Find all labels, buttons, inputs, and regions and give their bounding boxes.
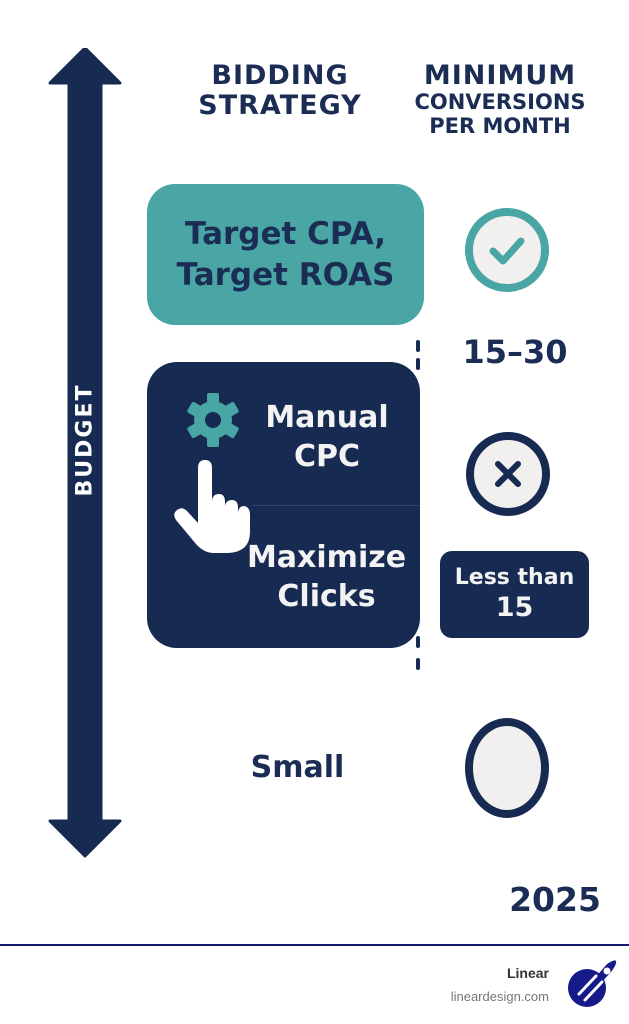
strategy-target-cpa-roas: Target CPA, Target ROAS [147,184,424,325]
dashed-separator [416,358,420,370]
min-conversions-header-line2: CONVERSIONS [414,90,586,115]
budget-axis-label: BUDGET [72,383,98,497]
box-divider [252,505,420,506]
bidding-strategy-header: BIDDING STRATEGY [198,60,362,122]
min-conversions-header-line3: PER MONTH [429,113,571,138]
check-icon [465,208,549,292]
footer-divider [0,944,629,946]
strategy-a-line1: Manual [265,400,389,435]
strategy-maximize-clicks: Maximize Clicks [239,538,414,616]
min-conversions-line1: Less than [454,565,575,591]
brand-name: Linear [506,965,549,981]
min-conversions-line2: 15 [495,591,534,623]
strategy-line1: Target CPA, [184,216,387,253]
brand-url[interactable]: lineardesign.com [450,989,549,1004]
min-conversions-badge: Less than 15 [440,551,589,638]
strategy-b-line1: Maximize [246,540,407,575]
strategy-b-line2: Clicks [277,579,376,614]
dashed-separator [416,340,420,352]
min-conversions-range: 15–30 [462,333,568,371]
year-label: 2025 [509,880,601,919]
min-conversions-header-line1: MINIMUM [423,60,577,91]
pointing-hand-icon [174,460,250,553]
x-icon [466,432,550,516]
min-conversions-header: MINIMUM CONVERSIONS PER MONTH [400,60,600,138]
strategy-line2: Target ROAS [176,256,395,293]
empty-circle-icon [465,718,549,818]
rocket-logo-icon [568,960,617,1007]
gear-icon [187,393,239,447]
strategy-small: Small [250,750,345,785]
budget-axis-arrow-icon [48,48,122,858]
strategy-a-line2: CPC [293,439,361,474]
strategy-manual-cpc-maximize-clicks: Manual CPC Maximize Clicks [147,362,420,648]
strategy-manual-cpc: Manual CPC [252,398,402,476]
dashed-separator [416,636,420,648]
dashed-separator [416,658,420,670]
